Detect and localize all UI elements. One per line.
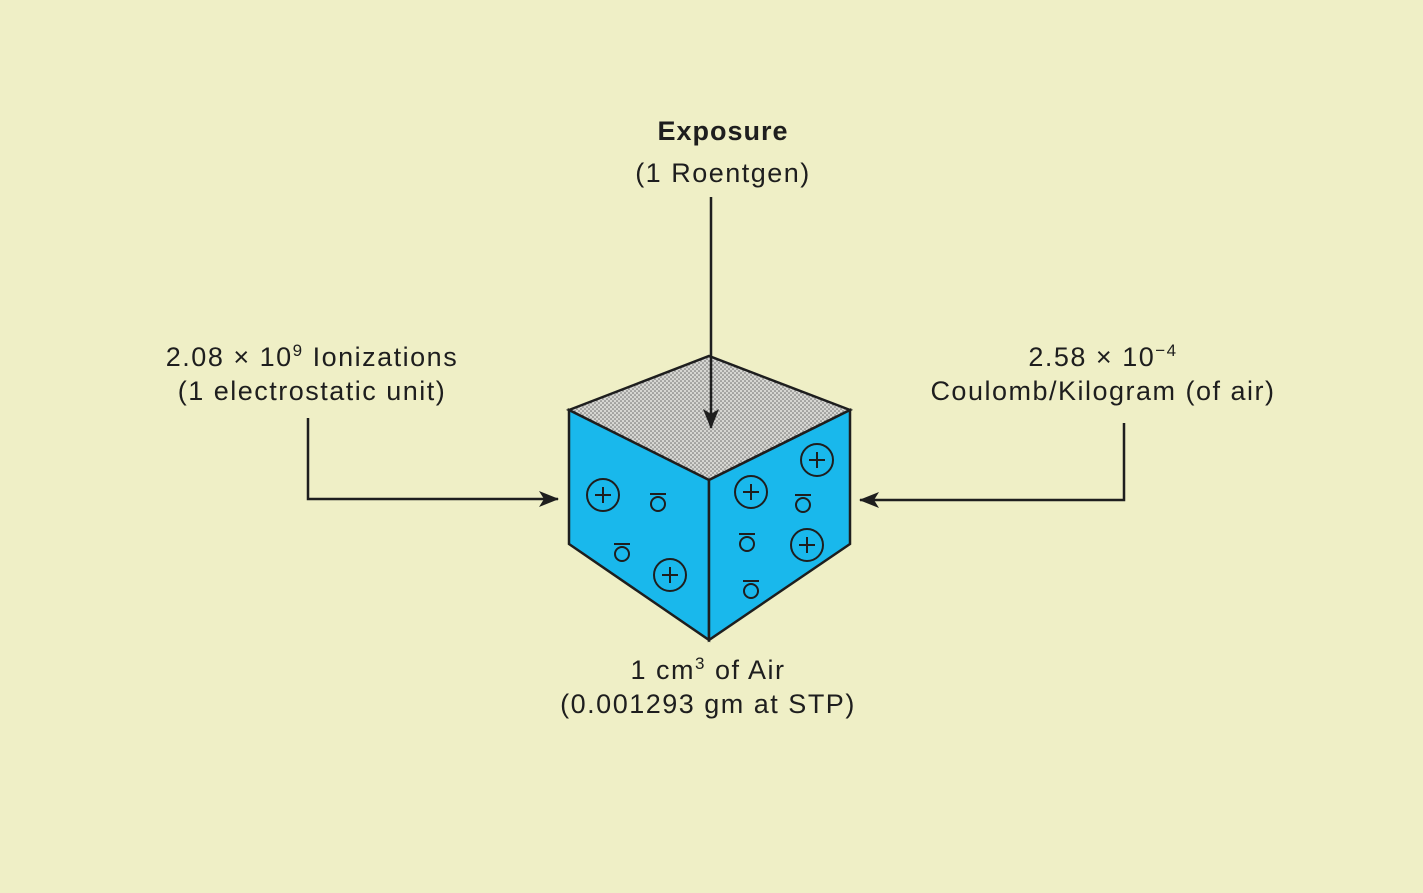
exposure-label: Exposure (1 Roentgen) xyxy=(563,114,883,190)
air-volume-line1: 1 cm3 of Air xyxy=(630,654,786,685)
positive-ion-icon xyxy=(586,478,620,512)
air-volume-label: 1 cm3 of Air (0.001293 gm at STP) xyxy=(508,653,908,721)
negative-ion-icon xyxy=(795,494,811,513)
negative-ion-icon xyxy=(650,493,666,512)
coulomb-label: 2.58 × 10−4 Coulomb/Kilogram (of air) xyxy=(893,340,1313,408)
air-cube xyxy=(565,354,854,643)
exposure-title: Exposure xyxy=(657,116,789,146)
positive-ion-icon xyxy=(790,528,824,562)
arrows xyxy=(306,197,1126,508)
ionizations-label: 2.08 × 109 Ionizations (1 electrostatic … xyxy=(112,340,512,408)
positive-ion-icon xyxy=(800,443,834,477)
exposure-subtitle: (1 Roentgen) xyxy=(635,158,811,188)
negative-ion-icon xyxy=(739,533,755,552)
coulomb-line1: 2.58 × 10−4 xyxy=(1028,341,1178,372)
cube-right-face xyxy=(707,407,852,643)
ionizations-line1: 2.08 × 109 Ionizations xyxy=(165,341,459,372)
coulomb-line2: Coulomb/Kilogram (of air) xyxy=(930,376,1276,406)
negative-ions xyxy=(614,493,811,599)
air-volume-line2: (0.001293 gm at STP) xyxy=(560,689,856,719)
arrow-coulomb-left xyxy=(859,423,1126,508)
negative-ion-icon xyxy=(743,580,759,599)
positive-ions xyxy=(586,443,834,592)
ionizations-line2: (1 electrostatic unit) xyxy=(177,376,447,406)
arrow-ionizations-right xyxy=(306,418,559,507)
positive-ion-icon xyxy=(653,558,687,592)
positive-ion-icon xyxy=(734,475,768,509)
negative-ion-icon xyxy=(614,543,630,562)
